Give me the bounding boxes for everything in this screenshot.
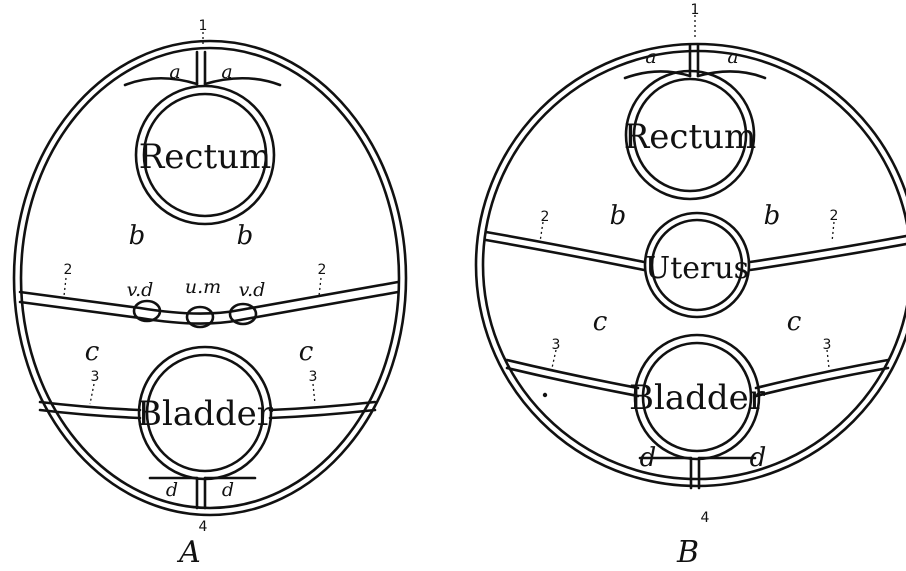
figure-a-label-vd-right: v.d [239, 279, 266, 301]
figure-a-panel-label: A [176, 535, 201, 570]
figure-b-num-4: 4 [701, 510, 710, 526]
figure-b-panel-label: B [676, 535, 699, 570]
figure-a-num-1: 1 [199, 18, 208, 34]
figure-a-num-3-right: 3 [309, 369, 318, 385]
figure-b-lower-septum-left [507, 360, 638, 396]
figure-b-rectum-label: Rectum [624, 117, 757, 157]
figure-a-num-2-right: 2 [318, 262, 327, 278]
figure-b-leader-2-right [832, 222, 834, 242]
figure-b-label-c-right: c [787, 307, 802, 337]
figure-a-rectum-label: Rectum [139, 137, 272, 177]
figure-b-bottom-septum [691, 458, 699, 488]
figure-b-label-b-left: b [610, 201, 627, 231]
figure-b-num-2-right: 2 [830, 208, 839, 224]
figure-a-label-d-right: d [222, 479, 234, 501]
figure-b-uterus-label: Uterus [645, 251, 749, 286]
figure-a-label-vd-left: v.d [127, 279, 154, 301]
figure-a-leader-3-left [90, 384, 94, 404]
figure-b-upper-septum-left [486, 232, 644, 270]
figure-b-label-a-right: a [727, 46, 738, 68]
figure-a: Rectum Bladder a a b b c c d d v.d [14, 18, 406, 570]
figure-a-label-b-right: b [237, 221, 254, 251]
figure-a-leader-3-right [313, 384, 315, 404]
figure-a-label-a-right: a [221, 61, 232, 83]
figure-a-label-d-left: d [166, 479, 178, 501]
figure-a-top-septum [197, 52, 205, 84]
figure-a-leader-2-left [64, 278, 66, 296]
figure-a-label-c-right: c [299, 337, 314, 367]
figure-b-dot-mark [543, 393, 547, 397]
figure-a-vas-deferens-right [230, 304, 256, 324]
figure-b: Rectum Uterus Bladder a a b b c c d d [476, 2, 906, 570]
figure-b-label-c-left: c [593, 307, 608, 337]
figure-b-lower-septum-right [756, 360, 888, 396]
figure-a-num-2-left: 2 [64, 262, 73, 278]
figure-b-leader-2-left [540, 222, 543, 242]
figure-b-num-2-left: 2 [541, 209, 550, 225]
figure-a-label-um: u.m [185, 276, 221, 298]
figure-a-label-c-left: c [85, 337, 100, 367]
figure-a-lower-septum-right [270, 402, 375, 418]
figure-b-label-d-left: d [640, 443, 657, 473]
figure-a-num-4: 4 [199, 519, 208, 535]
figure-b-upper-septum-right [750, 236, 906, 270]
figure-b-num-3-right: 3 [823, 337, 832, 353]
figure-b-num-1: 1 [691, 2, 700, 18]
figure-a-label-b-left: b [129, 221, 146, 251]
figure-b-bladder-label: Bladder [629, 378, 766, 418]
figure-a-num-3-left: 3 [91, 369, 100, 385]
figure-a-label-a-left: a [169, 61, 180, 83]
figure-b-label-d-right: d [750, 443, 767, 473]
figure-b-label-b-right: b [764, 201, 781, 231]
figure-b-label-a-left: a [645, 46, 656, 68]
figure-a-bottom-septum [197, 478, 205, 508]
figure-a-bladder-label: Bladder [137, 394, 274, 434]
figure-a-rectal-fascia-line [125, 78, 280, 85]
figure-a-leader-2-right [319, 278, 321, 296]
figure-b-num-3-left: 3 [552, 337, 561, 353]
